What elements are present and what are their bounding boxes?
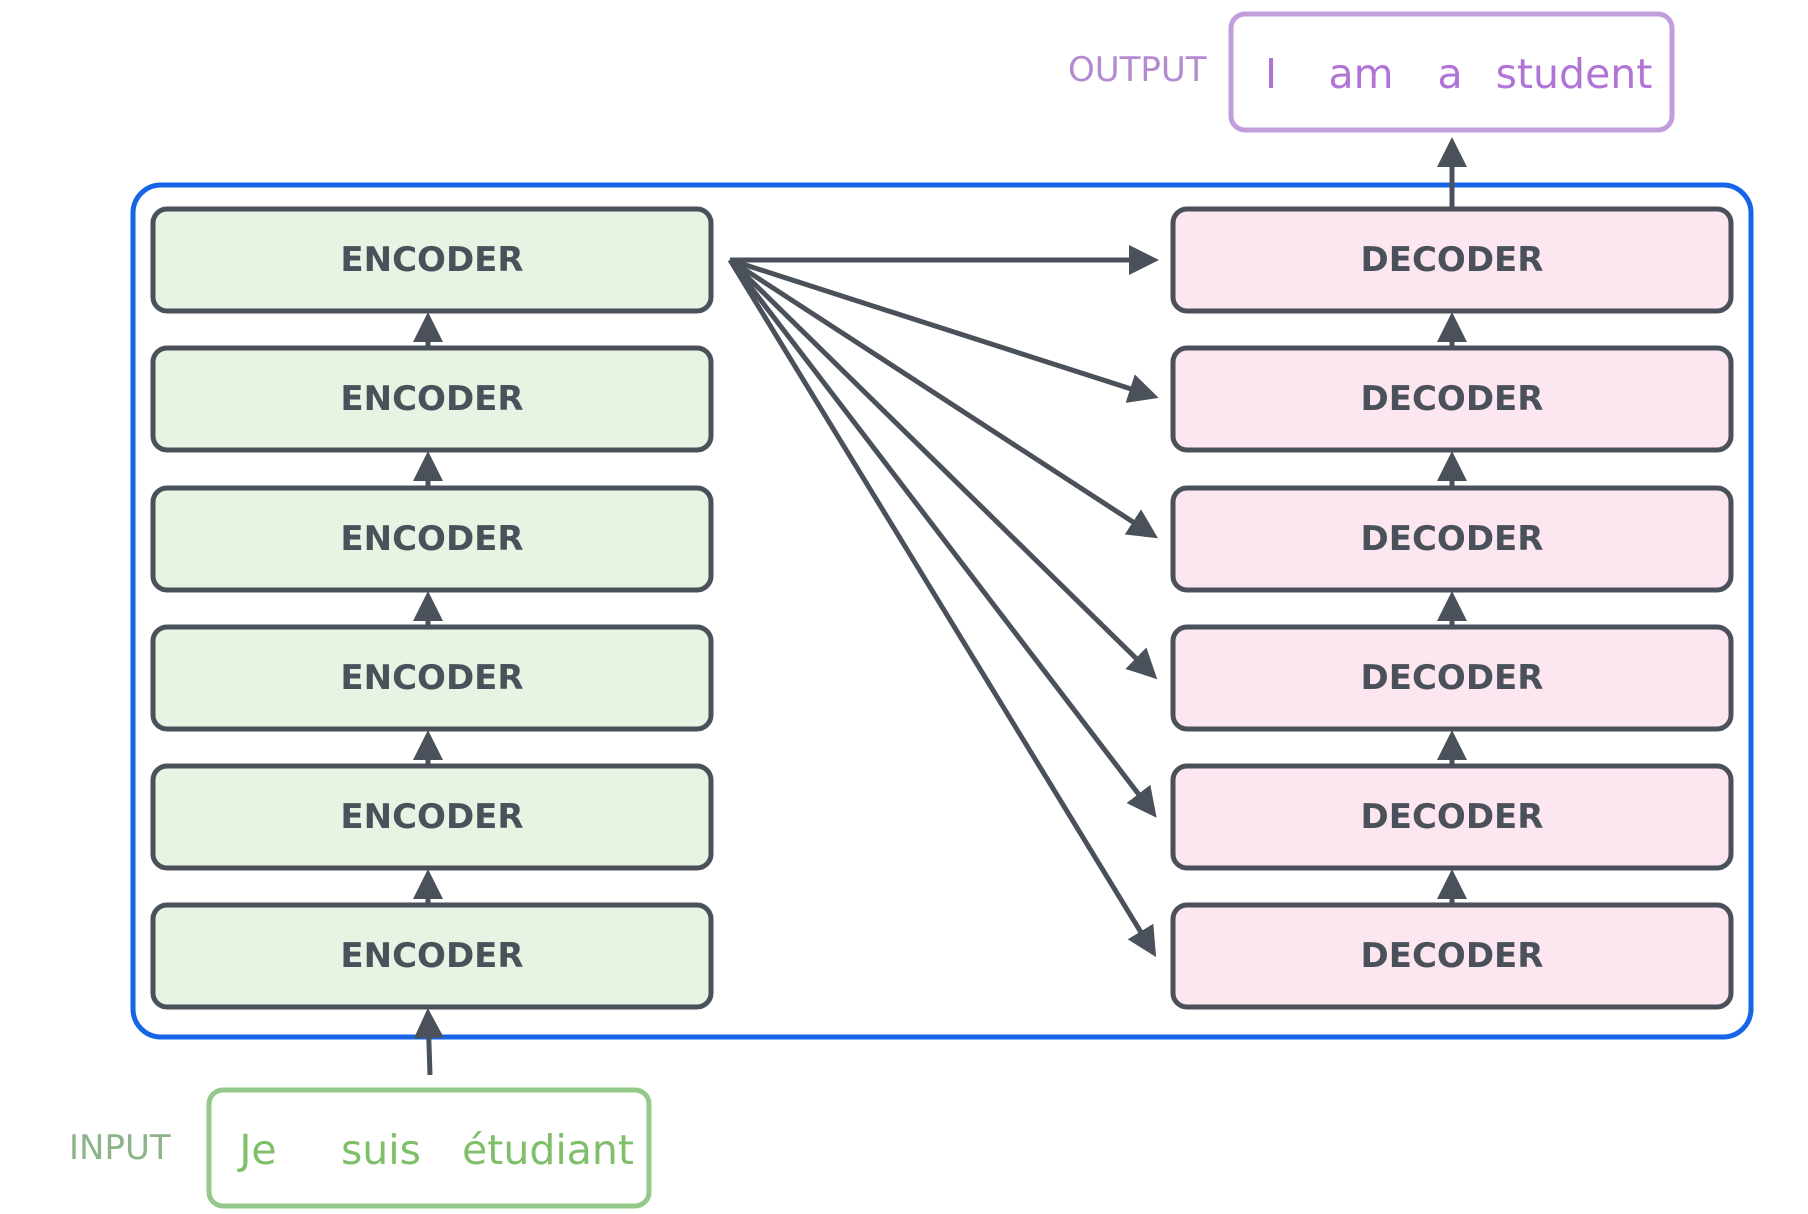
encoder-label: ENCODER [340,936,523,976]
encoder-label: ENCODER [340,240,523,280]
encoder-label: ENCODER [340,797,523,837]
output-section: OUTPUT I am a student [1068,11,1675,133]
decoder-block: DECODER [1170,206,1734,314]
decoder-label: DECODER [1361,936,1544,976]
encoder-box [150,624,714,732]
output-box [1228,11,1675,133]
decoder-stack: DECODER DECODER DECODER DECODER DECODER … [1170,206,1734,1010]
encoder-block: ENCODER [150,206,714,314]
input-section: INPUT Je suis étudiant [69,1087,652,1209]
encoder-to-decoder-arrows [727,245,1159,958]
encoder-stack: ENCODER ENCODER ENCODER ENCODER ENCODER … [150,206,714,1010]
decoder-label: DECODER [1361,797,1544,837]
encoder-label: ENCODER [340,519,523,559]
encoder-box [150,206,714,314]
output-word: a [1437,50,1462,98]
input-box [206,1087,652,1209]
output-word: student [1496,50,1653,98]
output-word: am [1328,50,1393,98]
input-word: Je [236,1126,276,1174]
decoder-block: DECODER [1170,485,1734,593]
input-label: INPUT [69,1128,171,1168]
decoder-block: DECODER [1170,763,1734,871]
output-word: I [1265,50,1277,98]
encoder-box [150,485,714,593]
encoder-block: ENCODER [150,624,714,732]
encoder-label: ENCODER [340,658,523,698]
decoder-label: DECODER [1361,658,1544,698]
input-word: étudiant [462,1126,634,1174]
input-to-encoder-arrow [413,1008,444,1076]
input-word: suis [341,1126,421,1174]
cross-attention-arrow [728,257,1159,539]
encoder-chain-arrows [413,312,444,1076]
model-container [130,182,1754,1040]
encoder-block: ENCODER [150,485,714,593]
decoder-block: DECODER [1170,624,1734,732]
decoder-label: DECODER [1361,240,1544,280]
cross-attention-arrow [727,258,1157,958]
decoder-label: DECODER [1361,379,1544,419]
encoder-box [150,902,714,1010]
cross-attention-arrow [729,257,1159,403]
cross-attention-arrow [728,258,1158,680]
decoder-block: DECODER [1170,902,1734,1010]
output-label: OUTPUT [1068,50,1207,90]
encoder-block: ENCODER [150,763,714,871]
cross-attention-arrow [728,258,1157,818]
encoder-block: ENCODER [150,345,714,453]
encoder-block: ENCODER [150,902,714,1010]
decoder-label: DECODER [1361,519,1544,559]
encoder-box [150,763,714,871]
encoder-box [150,345,714,453]
encoder-label: ENCODER [340,379,523,419]
decoder-block: DECODER [1170,345,1734,453]
